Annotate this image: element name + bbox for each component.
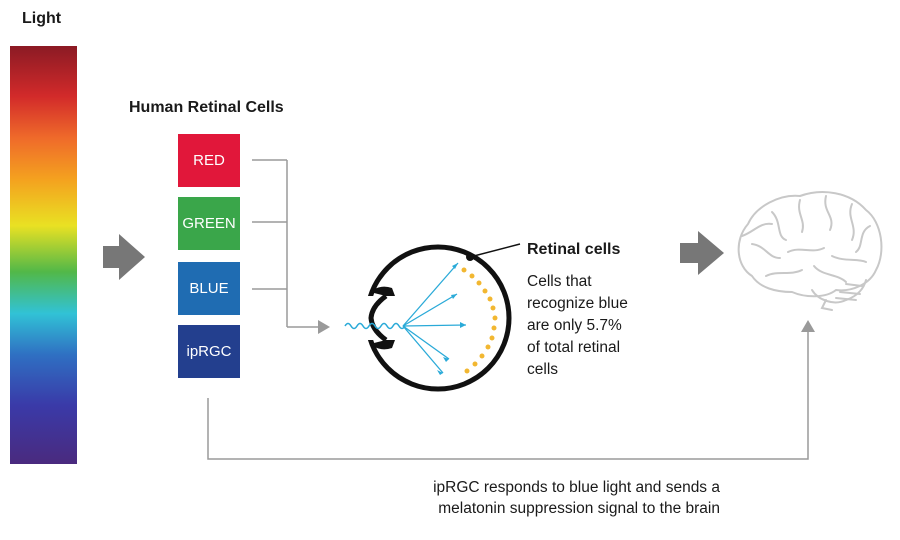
right-arrow-icon — [680, 231, 724, 275]
retinal-cells-label: Retinal cells — [527, 241, 621, 258]
connector-arrowhead — [318, 320, 330, 334]
description-line: of total retinal — [527, 339, 621, 356]
cell-box-red: RED — [178, 134, 240, 187]
light-spectrum-bar — [10, 46, 77, 464]
cell-box-iprgc: ipRGC — [178, 325, 240, 378]
description-line: recognize blue — [527, 295, 628, 312]
description-line: are only 5.7% — [527, 317, 622, 334]
iprgc-signal-line — [207, 332, 809, 460]
right-arrow-icon — [103, 234, 145, 280]
brain-icon — [737, 191, 883, 311]
eye-icon — [344, 243, 521, 392]
up-arrow-icon — [801, 320, 815, 332]
cell-box-green: GREEN — [178, 197, 240, 250]
cell-box-blue: BLUE — [178, 262, 240, 315]
caption-line: melatonin suppression signal to the brai… — [438, 500, 720, 517]
description-line: Cells that — [527, 273, 592, 290]
caption-line: ipRGC responds to blue light and sends a — [433, 479, 720, 496]
retinal-cells-title: Human Retinal Cells — [129, 99, 284, 116]
retinal-cells-description: Cells that recognize blue are only 5.7% … — [527, 271, 677, 381]
retina-dots — [461, 267, 498, 374]
cell-connector-lines — [252, 159, 318, 328]
description-line: cells — [527, 361, 559, 378]
light-title: Light — [22, 10, 62, 27]
bottom-caption: ipRGC responds to blue light and sends a… — [360, 477, 720, 519]
